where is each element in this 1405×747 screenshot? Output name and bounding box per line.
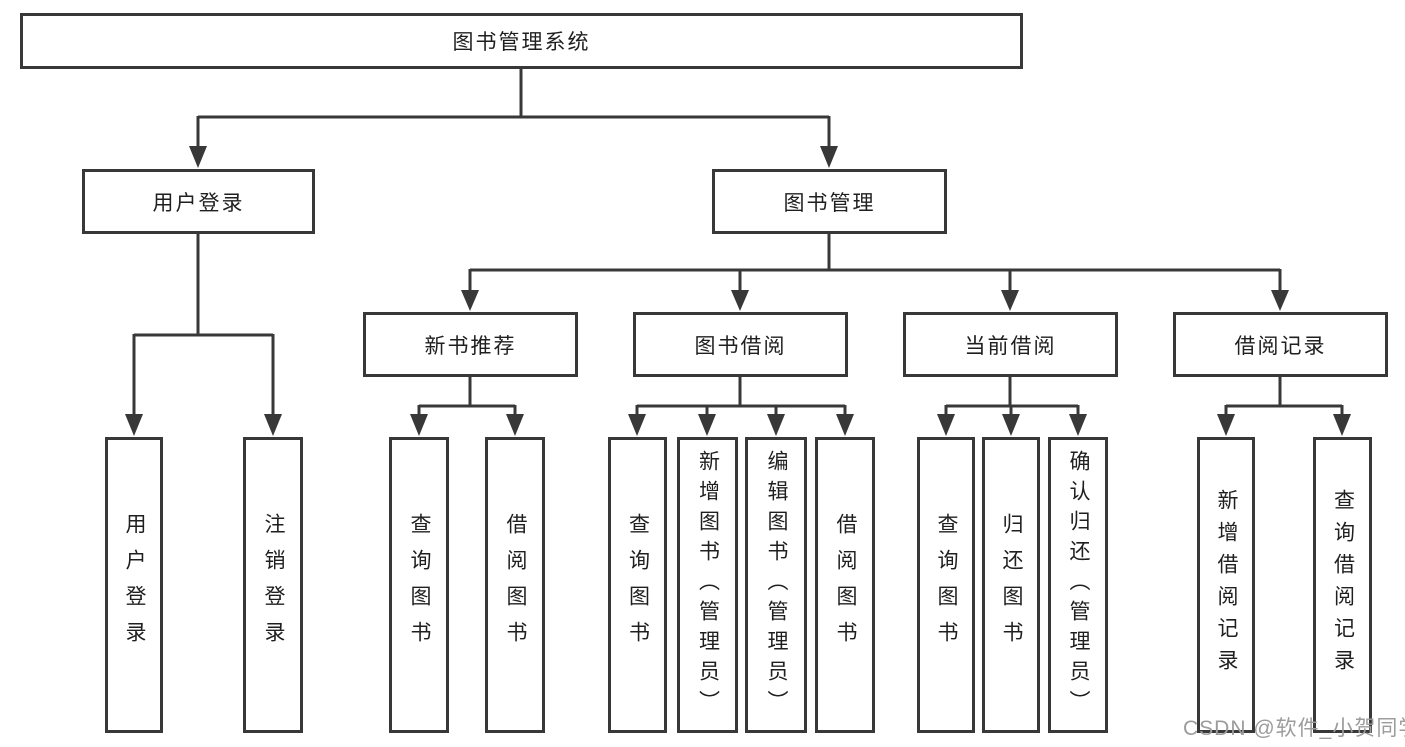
node-book-borrow: 图书借阅 xyxy=(633,312,848,377)
leaf-recommend-borrow-book: 借阅图书 xyxy=(485,437,545,733)
leaf-add-borrow-record: 新增借阅记录 xyxy=(1197,437,1255,733)
leaf-borrow-query-book: 查询图书 xyxy=(608,437,667,733)
leaf-query-borrow-record: 查询借阅记录 xyxy=(1313,437,1372,733)
leaf-add-book-admin: 新增图书（管理员） xyxy=(677,437,738,733)
leaf-logout: 注销登录 xyxy=(243,437,303,733)
node-new-book-recommend: 新书推荐 xyxy=(363,312,578,377)
leaf-confirm-return-admin: 确认归还（管理员） xyxy=(1048,437,1108,733)
leaf-user-login: 用户登录 xyxy=(105,437,163,733)
arrowheads xyxy=(125,146,1351,436)
node-borrow-record: 借阅记录 xyxy=(1173,312,1388,377)
connector-strokes xyxy=(132,69,1344,420)
node-root: 图书管理系统 xyxy=(20,13,1023,69)
csdn-watermark: CSDN @软件_小贺同学 xyxy=(1183,717,1405,740)
leaf-borrow-book: 借阅图书 xyxy=(815,437,875,733)
leaf-edit-book-admin: 编辑图书（管理员） xyxy=(745,437,807,733)
node-user-login: 用户登录 xyxy=(82,169,315,234)
node-current-borrow: 当前借阅 xyxy=(903,312,1118,377)
leaf-recommend-query-book: 查询图书 xyxy=(389,437,449,733)
leaf-return-book: 归还图书 xyxy=(982,437,1040,733)
leaf-current-query-book: 查询图书 xyxy=(917,437,975,733)
node-book-management: 图书管理 xyxy=(712,169,947,234)
